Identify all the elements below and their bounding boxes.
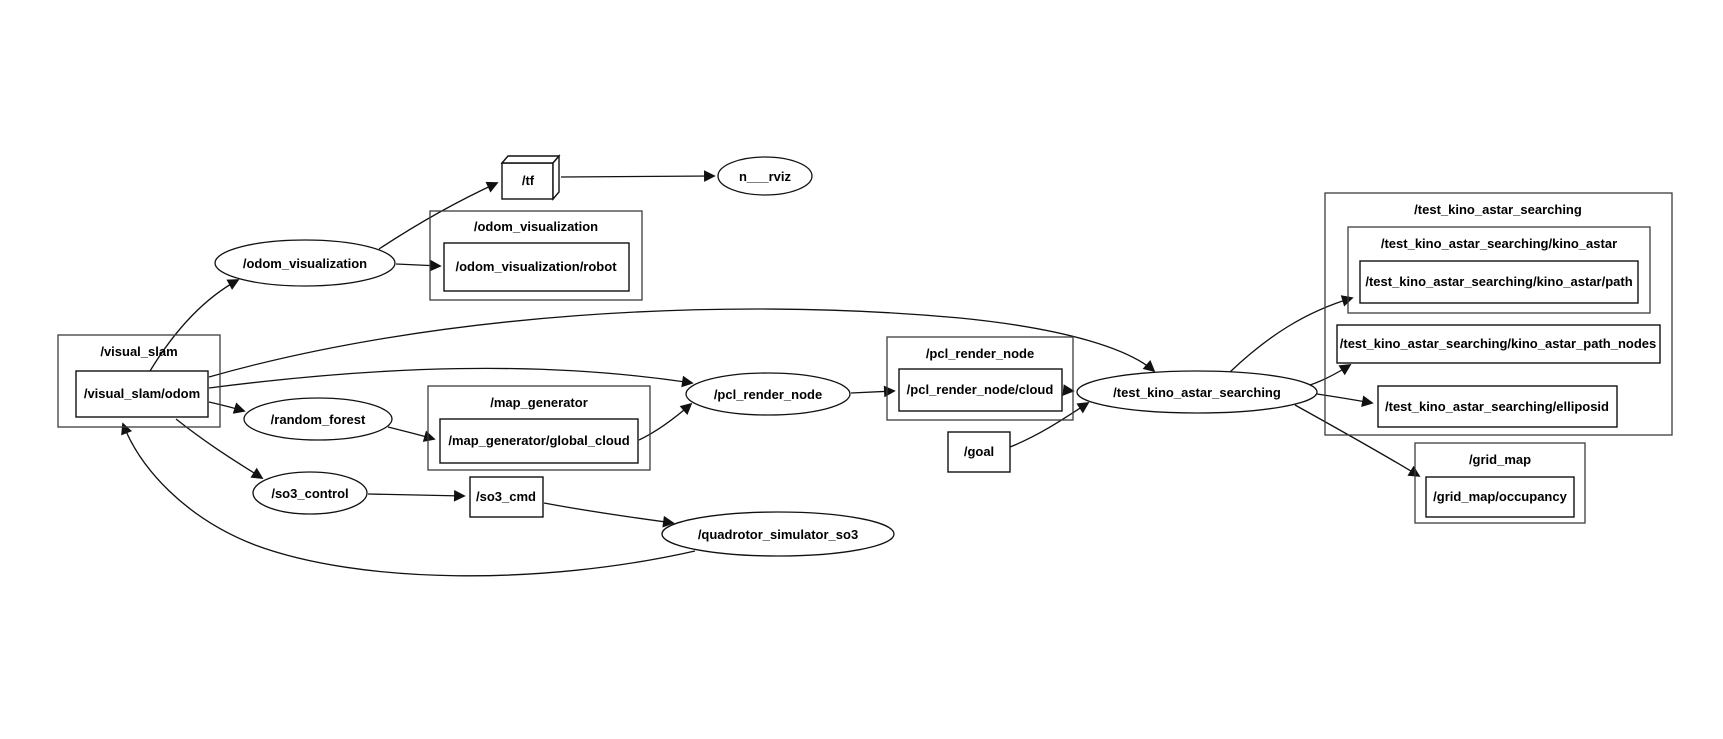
node-random-forest: /random_forest <box>243 397 393 441</box>
kino-astar-path-nodes-label: /test_kino_astar_searching/kino_astar_pa… <box>1340 336 1656 351</box>
pcl-cloud-label: /pcl_render_node/cloud <box>907 382 1054 397</box>
topic-goal: /goal <box>947 431 1011 473</box>
visual-slam-odom-label: /visual_slam/odom <box>84 386 200 401</box>
tf-box-front <box>501 162 554 200</box>
pcl-render-node-ellipse <box>685 372 851 416</box>
kino-astar-path-topic <box>1359 260 1639 304</box>
topic-so3-cmd: /so3_cmd <box>469 476 544 518</box>
odom-visualization-robot-topic <box>443 242 630 292</box>
pcl-render-node-ns-label: /pcl_render_node <box>926 346 1034 361</box>
node-so3-control: /so3_control <box>252 471 368 515</box>
random-forest-ellipse <box>243 397 393 441</box>
pcl-cloud-topic <box>898 368 1063 412</box>
grid-map-occupancy-label: /grid_map/occupancy <box>1433 489 1567 504</box>
edge-visual-slam-odom-to-odom-visualization <box>149 279 240 372</box>
edge-odom-visualization-to-robot <box>395 259 442 272</box>
quadrotor-simulator-ellipse <box>661 511 895 557</box>
global-cloud-label: /map_generator/global_cloud <box>448 433 629 448</box>
kino-astar-path-label: /test_kino_astar_searching/kino_astar/pa… <box>1365 274 1632 289</box>
test-kino-node-label: /test_kino_astar_searching <box>1113 385 1281 400</box>
edge-odom-visualization-to-tf <box>378 181 499 250</box>
visual-slam-label: /visual_slam <box>100 344 177 359</box>
map-generator-ns-label: /map_generator <box>490 395 588 410</box>
node-rviz: n___rviz <box>717 156 813 196</box>
odom-visualization-robot-label: /odom_visualization/robot <box>455 259 617 274</box>
edge-quadrotor-to-visual-slam-odom <box>121 422 696 577</box>
edge-so3-cmd-to-quadrotor <box>543 502 675 528</box>
grid-map-ns-label: /grid_map <box>1469 452 1531 467</box>
node-test-kino-astar-searching: /test_kino_astar_searching <box>1076 370 1318 414</box>
elliposid-topic <box>1377 385 1618 428</box>
so3-control-ellipse <box>252 471 368 515</box>
global-cloud-topic <box>439 418 639 464</box>
namespace-odom-visualization: /odom_visualization /odom_visualization/… <box>429 210 643 301</box>
edge-test-kino-to-kino-astar-path <box>1229 295 1354 373</box>
tf-box-top <box>500 155 561 164</box>
kino-astar-path-nodes-topic <box>1336 324 1661 364</box>
odom-visualization-node-label: /odom_visualization <box>243 256 367 271</box>
namespace-map-generator: /map_generator /map_generator/global_clo… <box>427 385 651 471</box>
node-odom-visualization: /odom_visualization <box>214 239 396 287</box>
edge-test-kino-to-grid-map-occupancy <box>1294 404 1421 477</box>
kino-astar-ns-label: /test_kino_astar_searching/kino_astar <box>1381 236 1617 251</box>
edge-visual-slam-odom-to-random-forest <box>208 401 246 414</box>
rviz-ellipse <box>717 156 813 196</box>
so3-cmd-label: /so3_cmd <box>476 489 536 504</box>
visual-slam-odom-topic <box>75 370 209 418</box>
namespace-pcl-render-node: /pcl_render_node /pcl_render_node/cloud <box>886 336 1074 421</box>
edge-cloud-to-test-kino <box>1062 384 1075 396</box>
namespace-test-kino-astar-searching: /test_kino_astar_searching /test_kino_as… <box>1324 192 1673 436</box>
so3-cmd-box <box>469 476 544 518</box>
edge-visual-slam-odom-to-test-kino <box>208 308 1156 378</box>
test-kino-ns-label: /test_kino_astar_searching <box>1414 202 1582 217</box>
test-kino-ellipse <box>1076 370 1318 414</box>
pcl-render-node-container <box>886 336 1074 421</box>
grid-map-container <box>1414 442 1586 524</box>
tf-box-side <box>552 154 560 201</box>
grid-map-occupancy-topic <box>1425 476 1575 518</box>
tf-label: /tf <box>522 173 535 188</box>
node-quadrotor-simulator-so3: /quadrotor_simulator_so3 <box>661 511 895 557</box>
edge-test-kino-to-path-nodes <box>1309 364 1352 386</box>
rviz-node-label: n___rviz <box>739 169 792 184</box>
so3-control-node-label: /so3_control <box>271 486 348 501</box>
odom-visualization-container <box>429 210 643 301</box>
edge-tf-to-rviz <box>560 170 716 182</box>
edge-group <box>121 170 1421 577</box>
elliposid-label: /test_kino_astar_searching/elliposid <box>1385 399 1609 414</box>
kino-astar-container <box>1347 226 1651 314</box>
namespace-grid-map: /grid_map /grid_map/occupancy <box>1414 442 1586 524</box>
edge-visual-slam-odom-to-pcl-render-node <box>208 367 694 389</box>
goal-label: /goal <box>964 444 994 459</box>
odom-visualization-ns-label: /odom_visualization <box>474 219 598 234</box>
visual-slam-container <box>57 334 221 428</box>
edge-so3-control-to-so3-cmd <box>367 489 466 502</box>
quadrotor-simulator-node-label: /quadrotor_simulator_so3 <box>698 527 858 542</box>
edge-visual-slam-odom-to-so3-control <box>175 418 264 479</box>
map-generator-container <box>427 385 651 471</box>
edge-global-cloud-to-pcl-render-node <box>638 402 693 441</box>
random-forest-node-label: /random_forest <box>271 412 366 427</box>
node-pcl-render-node: /pcl_render_node <box>685 372 851 416</box>
goal-box <box>947 431 1011 473</box>
topic-tf: /tf <box>500 154 561 201</box>
edge-test-kino-to-elliposid <box>1316 393 1374 408</box>
namespace-visual-slam: /visual_slam /visual_slam/odom <box>57 334 221 428</box>
edge-random-forest-to-global-cloud <box>387 426 436 442</box>
odom-visualization-ellipse <box>214 239 396 287</box>
pcl-render-node-node-label: /pcl_render_node <box>714 387 822 402</box>
edge-goal-to-test-kino <box>1009 402 1090 448</box>
test-kino-container <box>1324 192 1673 436</box>
